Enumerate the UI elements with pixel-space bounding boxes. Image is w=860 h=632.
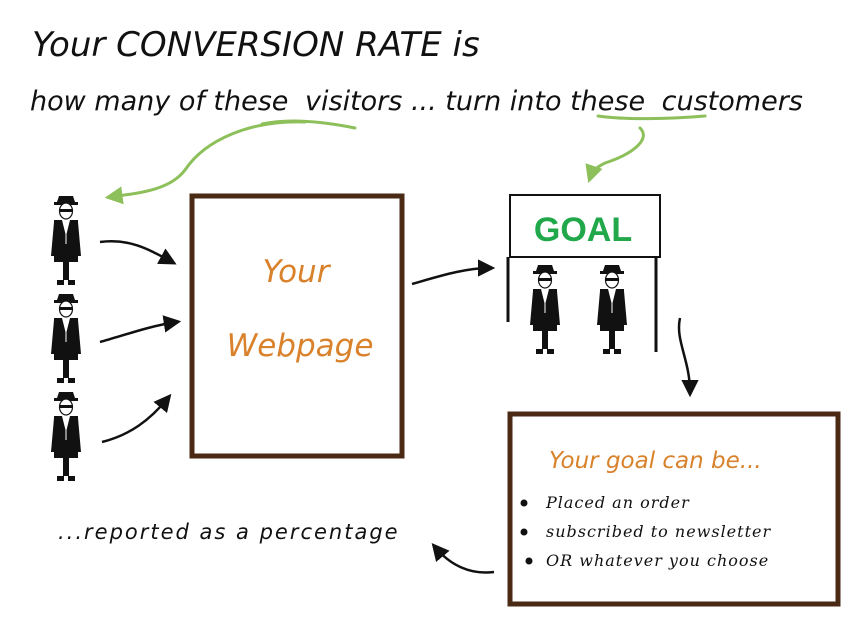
customers-underline — [596, 114, 707, 121]
bullet-icon — [525, 557, 533, 565]
visitor-person-icon — [50, 195, 82, 286]
visitor-person-icon — [50, 293, 82, 384]
headline-part2: ... turn into these — [411, 86, 645, 117]
goal-sign-label: GOAL — [534, 211, 632, 249]
customers-arrow — [585, 126, 645, 184]
webpage-to-goal-arrow — [411, 259, 496, 286]
headline-part1: how many of these — [30, 86, 288, 117]
goal-option-item: subscribed to newsletter — [546, 522, 771, 541]
headline-customers: customers — [662, 86, 803, 117]
goal-to-options-arrow — [677, 317, 699, 398]
options-to-reported-arrow — [431, 542, 495, 574]
webpage-line1: Your — [263, 254, 332, 290]
visitors-arrow — [104, 120, 307, 205]
visitor-to-webpage-arrow — [101, 393, 172, 444]
headline-line1: Your CONVERSION RATE is — [32, 25, 480, 65]
headline-visitors: visitors — [305, 86, 402, 117]
goal-options-box — [507, 411, 841, 607]
visitor-to-webpage-arrow — [99, 239, 177, 265]
visitor-person-icon — [50, 391, 82, 482]
customer-person-icon — [529, 264, 561, 355]
webpage-box — [189, 193, 405, 459]
webpage-line2: Webpage — [227, 328, 374, 364]
customer-person-icon — [596, 264, 628, 355]
goal-sign — [509, 194, 661, 258]
bullet-icon — [520, 499, 528, 507]
visitor-to-webpage-arrow — [99, 315, 182, 344]
reported-text: ...reported as a percentage — [58, 520, 400, 544]
goal-option-item: Placed an order — [545, 493, 690, 512]
headline-line2: how many of these visitors ... turn into… — [30, 86, 803, 117]
goal-option-item: OR whatever you choose — [546, 551, 769, 570]
bullet-icon — [520, 528, 528, 536]
goal-options-title: Your goal can be... — [549, 448, 762, 474]
